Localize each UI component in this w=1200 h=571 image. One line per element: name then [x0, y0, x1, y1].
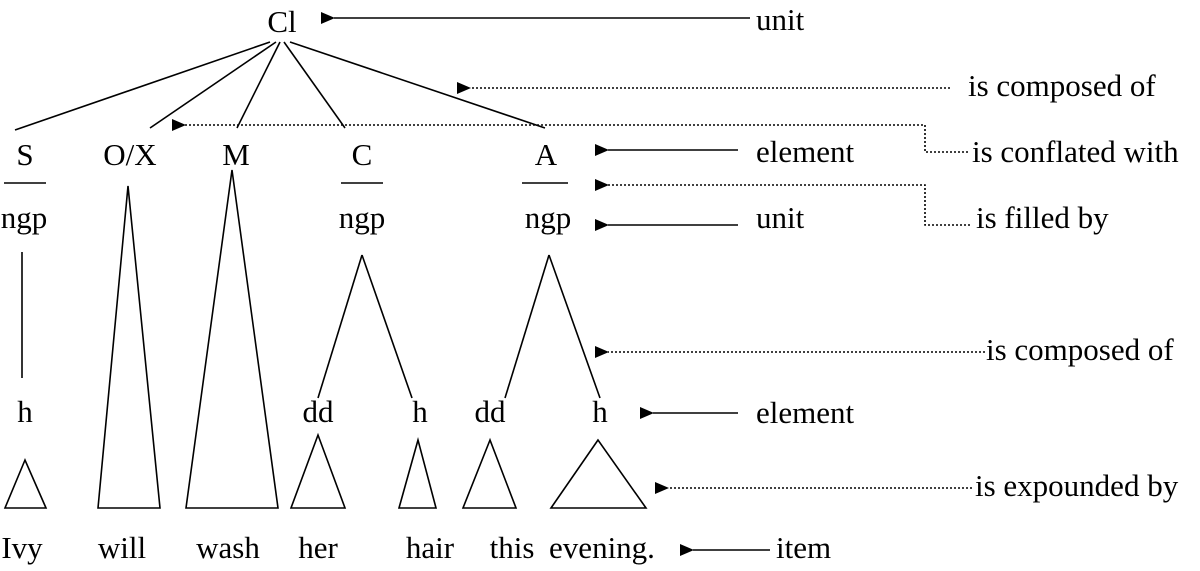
root-node-label: Cl — [267, 4, 296, 39]
sub-element-h: h — [592, 394, 608, 429]
element-m: M — [222, 137, 250, 172]
item-word: hair — [406, 530, 455, 565]
label-element: element — [756, 395, 855, 430]
item-word: her — [298, 530, 338, 565]
label-is-expounded-by: is expounded by — [975, 468, 1179, 503]
item-word: wash — [196, 530, 260, 565]
sub-element-dd: dd — [475, 394, 507, 429]
root-branches — [14, 41, 546, 131]
element-c: C — [352, 137, 373, 172]
sub-element-dd: dd — [303, 394, 335, 429]
unit-ngp-s: ngp — [1, 200, 48, 235]
sub-element-h: h — [17, 394, 33, 429]
label-is-composed-of: is composed of — [968, 68, 1156, 103]
sub-element-h: h — [412, 394, 428, 429]
dotted-arrow-left-icon — [595, 179, 970, 226]
item-word: this — [490, 530, 535, 565]
label-element: element — [756, 134, 855, 169]
label-is-filled-by: is filled by — [976, 200, 1109, 235]
annotation-arrows — [172, 12, 985, 556]
label-is-conflated-with: is conflated with — [972, 134, 1179, 169]
item-word: evening. — [549, 530, 655, 565]
unit-ngp-c: ngp — [339, 200, 386, 235]
item-word: Ivy — [1, 530, 43, 565]
label-unit: unit — [756, 2, 805, 37]
label-unit: unit — [756, 200, 805, 235]
tree-branches — [3, 169, 648, 509]
element-ox: O/X — [103, 137, 156, 172]
item-word: will — [98, 530, 146, 565]
label-is-composed-of: is composed of — [986, 332, 1174, 367]
element-s: S — [16, 137, 33, 172]
label-item: item — [776, 530, 831, 565]
element-a: A — [535, 137, 558, 172]
unit-ngp-a: ngp — [525, 200, 572, 235]
dotted-arrow-left-icon — [172, 119, 968, 153]
